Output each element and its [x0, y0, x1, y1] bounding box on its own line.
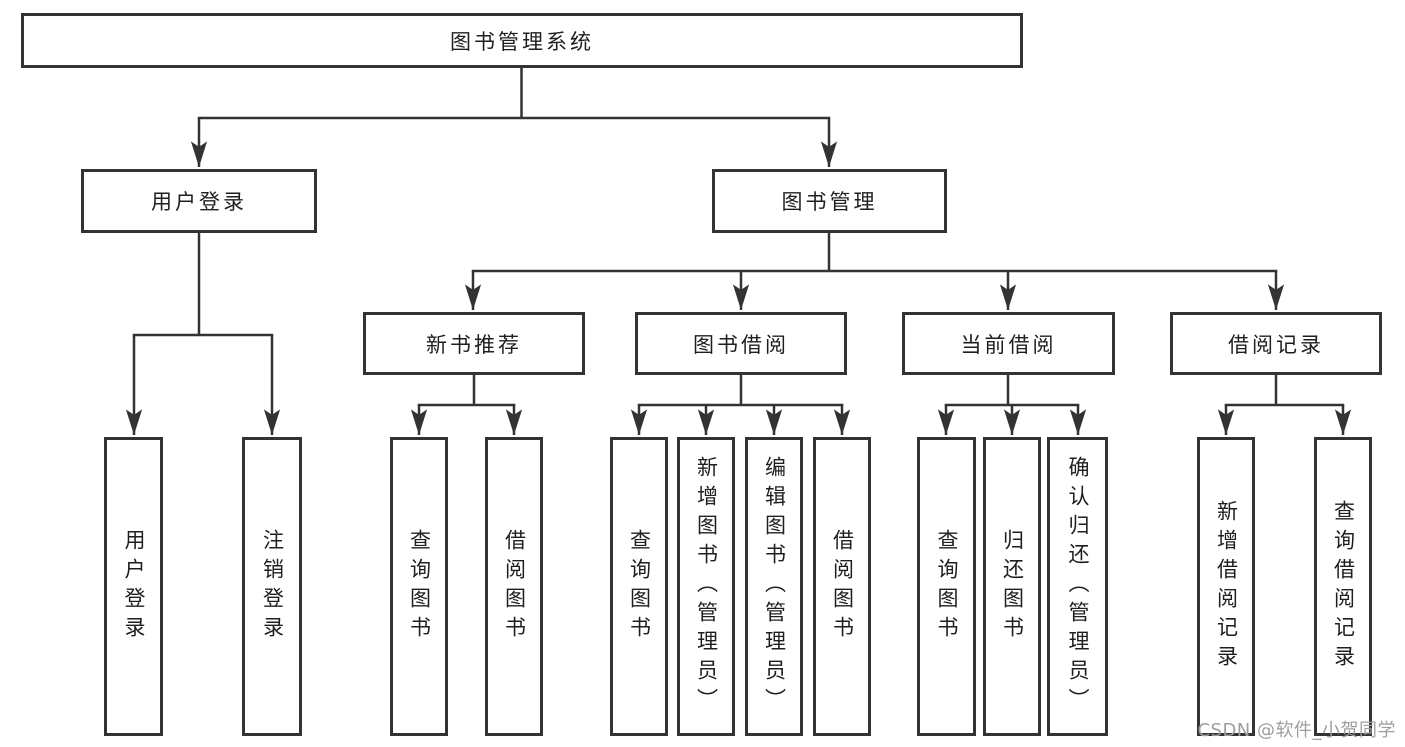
node-borrow-records: 借阅记录: [1170, 312, 1382, 375]
leaf-query-borrow-record: 查询借阅记录: [1314, 437, 1372, 736]
connector-book-borrow-children: [630, 373, 851, 435]
leaf-query-books-3-label: 查询图书: [935, 528, 959, 645]
connector-book-management-to-groups: [464, 231, 1285, 310]
node-book-management-label: 图书管理: [781, 190, 878, 214]
connector-borrow-records-children: [1217, 373, 1352, 435]
connector-user-login-children: [125, 231, 281, 435]
leaf-query-books-3: 查询图书: [917, 437, 976, 736]
leaf-add-book-admin: 新增图书（管理员）: [677, 437, 735, 736]
node-new-book-recommend-label: 新书推荐: [426, 332, 522, 357]
leaf-query-books-2-label: 查询图书: [627, 528, 652, 645]
node-current-borrow: 当前借阅: [902, 312, 1115, 375]
leaf-query-borrow-record-label: 查询借阅记录: [1331, 499, 1356, 674]
node-user-login-label: 用户登录: [151, 190, 247, 214]
leaf-query-books-1: 查询图书: [390, 437, 448, 736]
csdn-watermark: CSDN @软件_小贺同学: [1197, 720, 1396, 741]
leaf-user-login-label: 用户登录: [122, 528, 146, 645]
leaf-edit-book-admin: 编辑图书（管理员）: [745, 437, 803, 736]
leaf-borrow-books-2: 借阅图书: [813, 437, 871, 736]
leaf-borrow-books-1-label: 借阅图书: [502, 528, 527, 645]
node-root-label: 图书管理系统: [450, 29, 594, 54]
node-book-management: 图书管理: [712, 169, 947, 233]
node-book-borrow: 图书借阅: [635, 312, 847, 375]
connector-current-borrow-children: [937, 373, 1087, 435]
leaf-logout-login-label: 注销登录: [260, 528, 285, 645]
leaf-add-book-admin-label: 新增图书（管理员）: [694, 456, 719, 717]
leaf-edit-book-admin-label: 编辑图书（管理员）: [762, 456, 787, 717]
connector-root-to-level2: [190, 66, 838, 167]
node-book-borrow-label: 图书借阅: [693, 332, 789, 357]
leaf-add-borrow-record: 新增借阅记录: [1197, 437, 1255, 736]
leaf-add-borrow-record-label: 新增借阅记录: [1214, 499, 1239, 674]
node-user-login: 用户登录: [81, 169, 317, 233]
node-new-book-recommend: 新书推荐: [363, 312, 585, 375]
leaf-borrow-books-1: 借阅图书: [485, 437, 543, 736]
leaf-query-books-1-label: 查询图书: [407, 528, 432, 645]
leaf-confirm-return-admin: 确认归还（管理员）: [1047, 437, 1108, 736]
node-root: 图书管理系统: [21, 13, 1023, 68]
node-current-borrow-label: 当前借阅: [960, 332, 1057, 357]
leaf-borrow-books-2-label: 借阅图书: [830, 528, 855, 645]
leaf-logout-login: 注销登录: [242, 437, 302, 736]
leaf-user-login: 用户登录: [104, 437, 163, 736]
leaf-return-books: 归还图书: [983, 437, 1041, 736]
leaf-confirm-return-admin-label: 确认归还（管理员）: [1066, 456, 1090, 717]
connector-new-book-recommend-children: [410, 373, 523, 435]
leaf-query-books-2: 查询图书: [610, 437, 668, 736]
leaf-return-books-label: 归还图书: [1000, 528, 1025, 645]
node-borrow-records-label: 借阅记录: [1228, 332, 1324, 357]
